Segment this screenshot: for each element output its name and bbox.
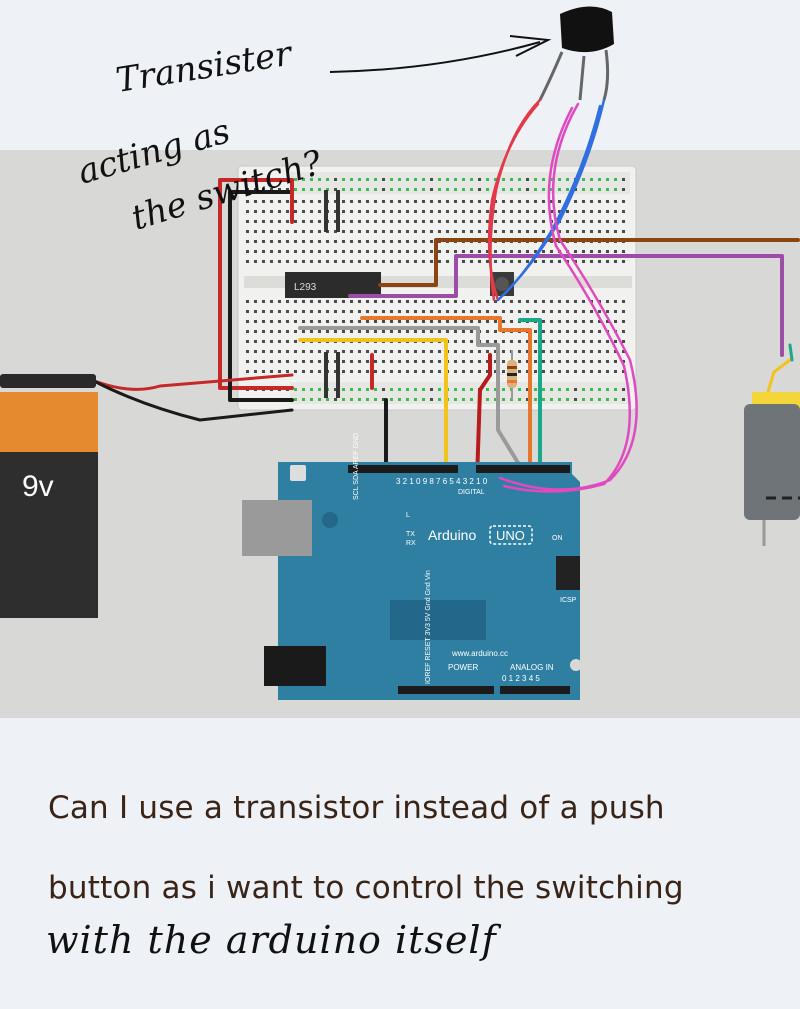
tx-label: TX [406,531,415,538]
annotation-line1: Transister [113,33,296,100]
question-line-3-handwritten: with the arduino itself [46,918,497,962]
chip-label: L293 [294,282,317,293]
arduino-model: UNO [496,528,525,543]
arduino-url: www.arduino.cc [451,649,508,658]
l293-chip: L293 [285,272,381,298]
dc-motor [744,392,800,546]
power-pins: IOREF RESET 3V3 5V Gnd Gnd Vin [425,570,432,684]
left-pins: SCL SDA AREF GND [353,433,360,500]
battery-9v: 9v [0,374,98,618]
on-label: ON [552,535,563,542]
battery-label: 9v [22,470,54,503]
wires [90,178,800,692]
question-line-2: button as i want to control the switchin… [48,870,684,906]
analog-pins: 0 1 2 3 4 5 [502,674,540,683]
capacitors [324,190,340,398]
l-led-label: L [406,512,410,519]
digital-label: DIGITAL [458,489,485,496]
arduino-uno-board: Arduino UNO www.arduino.cc DIGITAL POWER… [242,433,582,700]
transistor-sketch [329,6,614,101]
digital-pins: 3 2 1 0 9 8 7 6 5 4 3 2 1 0 [396,477,488,486]
question-line-1: Can I use a transistor instead of a push [48,790,665,826]
resistor [507,350,517,400]
pen-strokes [487,98,638,493]
icsp-label: ICSP [560,597,577,604]
power-label: POWER [448,663,478,672]
arduino-brand: Arduino [428,527,476,543]
analog-label: ANALOG IN [510,663,554,672]
rx-label: RX [406,540,416,547]
